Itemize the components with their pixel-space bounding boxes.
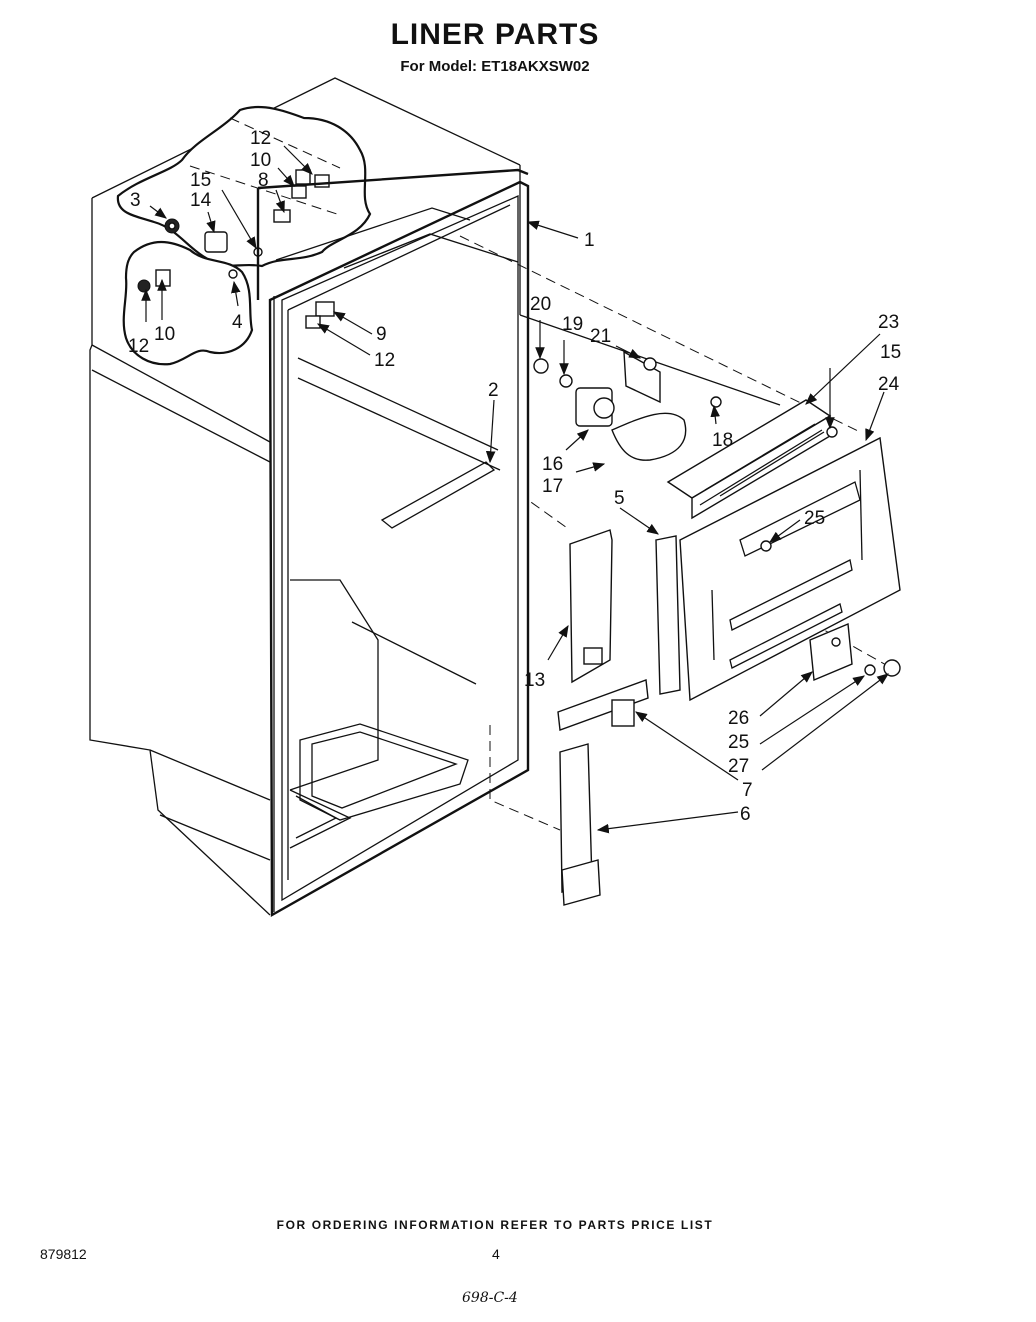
callout-16: 16 — [542, 454, 563, 475]
callout-10-top: 10 — [250, 150, 271, 171]
top-cutout-outline — [116, 105, 372, 268]
callout-labels: 1 2 3 4 5 6 7 8 9 10 10 12 12 12 13 14 1… — [128, 128, 901, 825]
document-number: 879812 — [40, 1246, 87, 1262]
callout-6: 6 — [740, 804, 751, 825]
callout-4: 4 — [232, 312, 243, 333]
page-title: LINER PARTS — [390, 18, 600, 51]
callout-13: 13 — [524, 670, 545, 691]
callout-15-right: 15 — [880, 342, 901, 363]
callout-20: 20 — [530, 294, 551, 315]
callout-24: 24 — [878, 374, 900, 395]
cabinet-body — [89, 77, 781, 916]
callout-2: 2 — [488, 380, 499, 401]
callout-23: 23 — [878, 312, 899, 333]
leader-lines — [141, 145, 889, 834]
callout-14: 14 — [190, 190, 212, 211]
handwritten-code: 698-C-4 — [462, 1290, 518, 1306]
callout-7: 7 — [742, 780, 753, 801]
callout-5: 5 — [614, 488, 625, 509]
model-subtitle: For Model: ET18AKXSW02 — [400, 58, 590, 75]
callout-19: 19 — [562, 314, 583, 335]
callout-25-upper: 25 — [804, 508, 825, 529]
callout-15-top: 15 — [190, 170, 211, 191]
callout-8: 8 — [258, 170, 269, 191]
callout-12-side: 12 — [128, 336, 149, 357]
callout-12-top: 12 — [250, 128, 271, 149]
callout-17: 17 — [542, 476, 563, 497]
ordering-note: FOR ORDERING INFORMATION REFER TO PARTS … — [276, 1218, 714, 1232]
evaporator-cover-parts — [459, 235, 901, 906]
callout-12-liner: 12 — [374, 350, 395, 371]
callout-27: 27 — [728, 756, 749, 777]
callout-1: 1 — [584, 230, 595, 251]
callout-25-lower: 25 — [728, 732, 749, 753]
callout-18: 18 — [712, 430, 733, 451]
callout-21: 21 — [590, 326, 611, 347]
page-number: 4 — [492, 1246, 500, 1262]
callout-3: 3 — [130, 190, 141, 211]
callout-26: 26 — [728, 708, 749, 729]
callout-9: 9 — [376, 324, 387, 345]
liner-frame — [256, 168, 530, 918]
callout-10-side: 10 — [154, 324, 175, 345]
